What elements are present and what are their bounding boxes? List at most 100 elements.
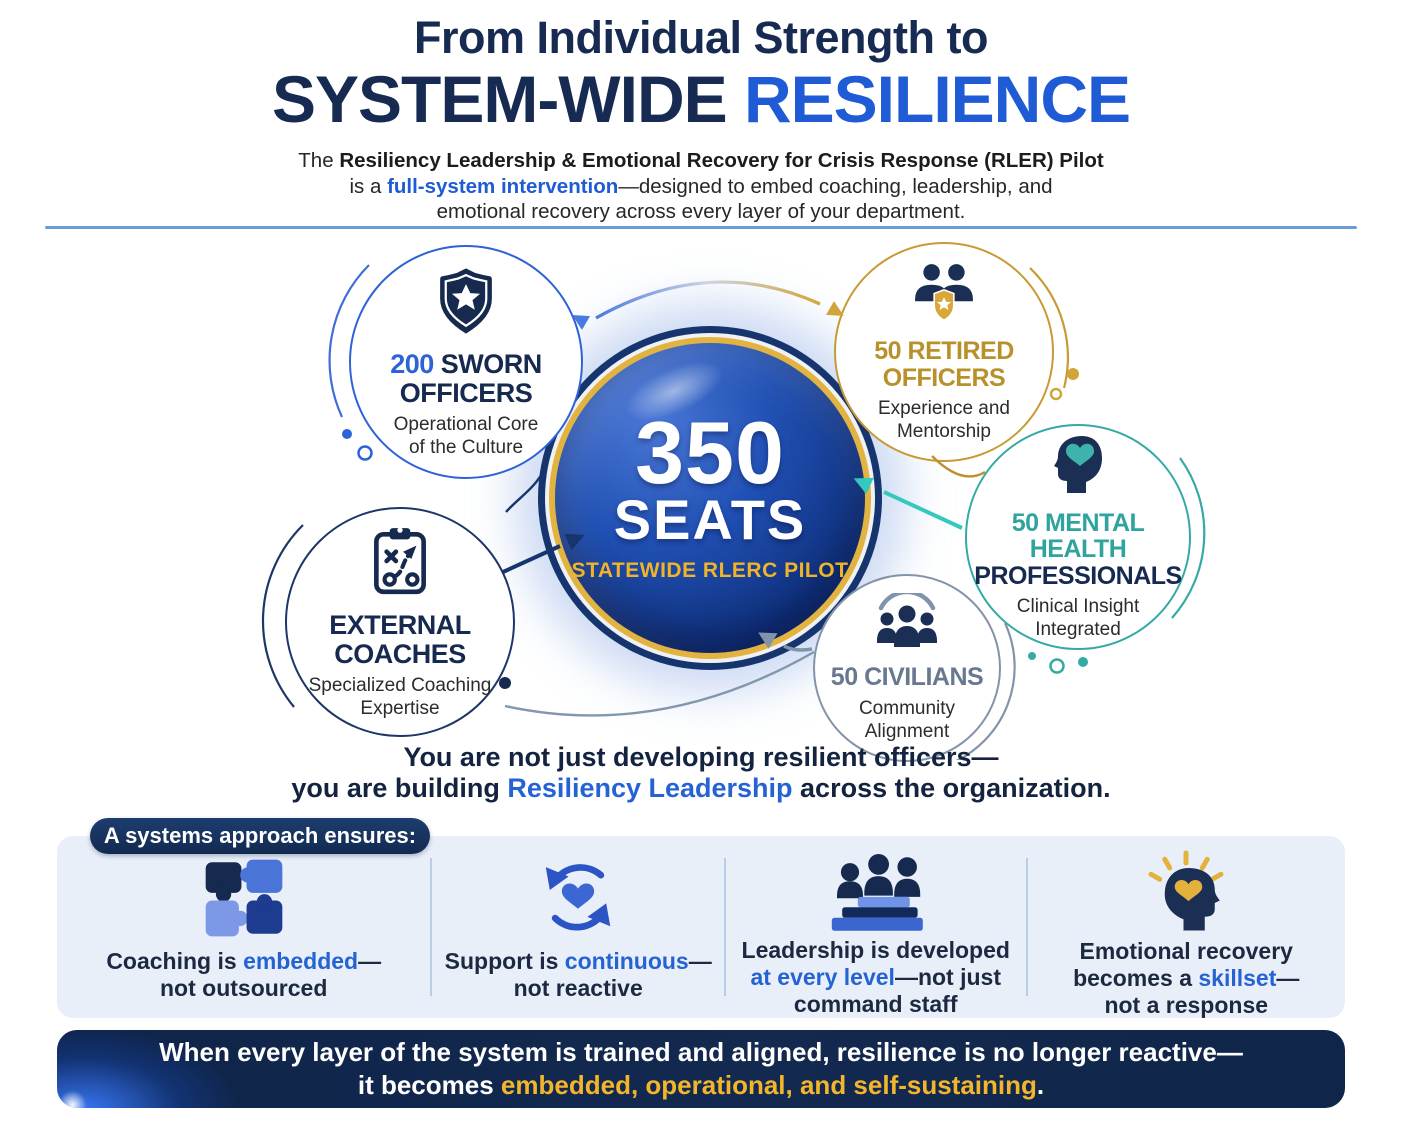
node-title-text: SWORN OFFICERS [399, 349, 543, 408]
node-mental-health: 50 MENTAL HEALTH PROFESSIONALS Clinical … [965, 424, 1191, 650]
node-title-text: RETIRED OFFICERS [882, 337, 1014, 392]
systems-pill: A systems approach ensures: [90, 818, 430, 854]
deco-dot-navy [499, 677, 511, 689]
leadership-levels-icon [824, 850, 928, 935]
text-dash: —not just [894, 964, 1001, 990]
text-accent: embedded [243, 948, 359, 974]
node-title: 200 SWORN OFFICERS [351, 350, 581, 407]
node-count: 50 [874, 337, 902, 366]
statement-pre: you are building [291, 773, 508, 803]
system-item-text: Coaching is embedded—not outsourced [106, 948, 381, 1002]
strategy-clipboard-icon [367, 524, 433, 603]
continuous-heart-cycle-icon [535, 850, 621, 946]
subtitle-line2-post: —designed to embed coaching, leadership,… [618, 174, 1053, 198]
footer-post: . [1036, 1070, 1045, 1100]
desc-line2: Mentorship [896, 420, 991, 442]
arrow-mental-to-hub [883, 490, 963, 530]
text-pre: becomes a [1073, 965, 1199, 991]
subtitle-line2-pre: is a [349, 174, 388, 198]
title-line1: 50 MENTAL HEALTH [967, 510, 1189, 563]
node-title-text2: PROFESSIONALS [974, 561, 1182, 590]
statement-post: across the organization. [792, 773, 1111, 803]
line-coaches-civilians [504, 650, 815, 717]
deco-ring-gold [1049, 387, 1063, 401]
desc-line1: Community [858, 697, 956, 719]
deco-dot-gold [1067, 368, 1079, 380]
desc-line1: Clinical Insight [1016, 595, 1140, 617]
arc-sworn-retired [595, 280, 821, 320]
subtitle-line2-accent: full-system intervention [387, 174, 619, 198]
column-divider [430, 858, 433, 996]
desc-line2: of the Culture [408, 436, 524, 458]
text-pre: Support is [444, 948, 565, 974]
text-dash: — [358, 948, 382, 974]
subtitle-line1: The Resiliency Leadership & Emotional Re… [0, 148, 1402, 174]
text-line3: command staff [793, 991, 958, 1017]
text-accent: continuous [564, 948, 689, 974]
title-accent-text: RESILIENCE [743, 62, 1131, 136]
deco-ring-teal [1049, 658, 1065, 674]
text-line1: Leadership is developed [741, 937, 1010, 963]
header-divider [45, 226, 1357, 229]
hub-spoke-diagram: 350 SEATS STATEWIDE RLERC PILOT 200 SWOR… [0, 228, 1402, 762]
footer-pre: it becomes [357, 1070, 501, 1100]
system-item-text: Support is continuous— not reactive [445, 948, 712, 1002]
head-heart-icon [1046, 433, 1110, 502]
system-item-support: Support is continuous— not reactive [432, 836, 724, 1018]
deco-ring-blue [357, 445, 373, 461]
retired-officers-icon [906, 261, 982, 330]
footer-banner: When every layer of the system is traine… [57, 1030, 1345, 1108]
subtitle-bold: Resiliency Leadership & Emotional Recove… [339, 149, 1104, 172]
hub-seat-count: 350 [635, 403, 785, 502]
column-divider [1025, 858, 1028, 996]
desc-line1: Experience and [877, 397, 1011, 419]
subtitle-line3: emotional recovery across every layer of… [436, 200, 966, 223]
node-title-text1: MENTAL HEALTH [1029, 509, 1145, 564]
desc-line2: Alignment [864, 720, 950, 742]
footer-line1: When every layer of the system is traine… [159, 1037, 1243, 1067]
hub-circle: 350 SEATS STATEWIDE RLERC PILOT [555, 343, 865, 653]
hub-program-label: STATEWIDE RLERC PILOT [571, 559, 849, 582]
statement-accent: Resiliency Leadership [507, 773, 793, 803]
node-title: 50 MENTAL HEALTH PROFESSIONALS [967, 510, 1189, 589]
deco-dot-teal-small [1028, 652, 1036, 660]
systems-columns: Coaching is embedded—not outsourced Supp… [57, 836, 1345, 1018]
hub-seat-label: SEATS [613, 488, 807, 551]
text-line1: Emotional recovery [1079, 938, 1293, 964]
system-item-coaching: Coaching is embedded—not outsourced [57, 836, 430, 1018]
deco-dot-teal [1078, 657, 1088, 667]
key-statement: You are not just developing resilient of… [0, 742, 1402, 804]
text-line3: not a response [1104, 992, 1269, 1018]
community-group-icon [869, 590, 945, 656]
footer-accent: embedded, operational, and self-sustaini… [500, 1070, 1037, 1100]
node-count: 50 [830, 663, 858, 692]
page-title-line2: SYSTEM-WIDE RESILIENCE [0, 66, 1402, 132]
head-heart-rays-icon [1141, 850, 1231, 936]
deco-dot-blue [342, 429, 352, 439]
node-title-text: CIVILIANS [864, 663, 984, 692]
desc-line2: Expertise [360, 697, 440, 719]
node-count: 50 [1011, 509, 1039, 538]
text-dash: — [688, 948, 712, 974]
subtitle: The Resiliency Leadership & Emotional Re… [0, 148, 1402, 225]
title-dark-text: SYSTEM-WIDE [271, 62, 744, 136]
text-accent: at every level [750, 964, 895, 990]
subtitle-pre: The [298, 149, 340, 172]
desc-line2: Integrated [1035, 618, 1121, 640]
subtitle-line2: is a full-system intervention—designed t… [0, 174, 1402, 200]
page-title-line1: From Individual Strength to [414, 12, 988, 63]
text-line2: not reactive [513, 975, 643, 1001]
node-count: 200 [390, 349, 434, 380]
